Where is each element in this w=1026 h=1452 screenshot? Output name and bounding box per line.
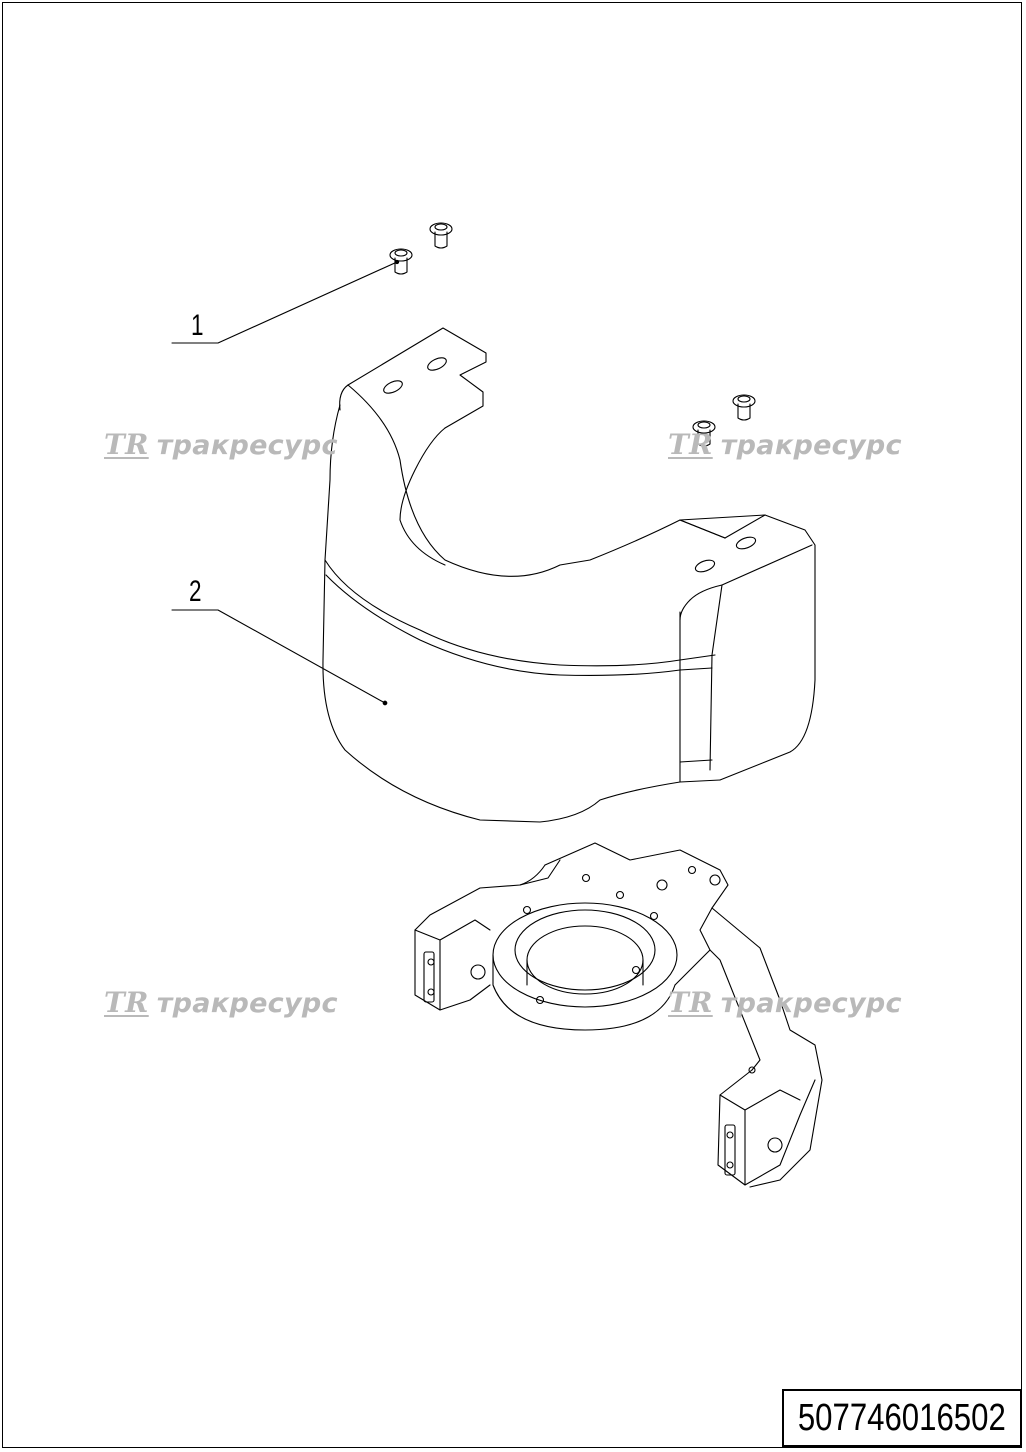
watermark-text: тракресурс [720,430,902,461]
leader-dot-2 [382,700,388,706]
watermark-text: тракресурс [156,988,338,1019]
cover-part [322,327,816,823]
document-number: 507746016502 [798,1396,1006,1439]
leader-dot-1 [394,259,400,265]
bolt-icon [732,394,756,421]
callout-label-1: 1 [191,309,204,342]
bracket-part [414,842,823,1188]
watermark-logo: TR [668,428,713,461]
callout-label-2: 2 [189,575,202,608]
bolt-icon [429,222,453,249]
watermark-logo: TR [104,986,149,1019]
watermark-text: тракресурс [720,988,902,1019]
watermark-logo: TR [104,428,149,461]
watermark-text: тракресурс [156,430,338,461]
document-number-box: 507746016502 [782,1389,1022,1447]
watermark-logo: TR [668,986,713,1019]
leader-line-2 [171,609,386,704]
leader-line-1 [171,261,398,344]
bolt-icon [692,420,716,447]
bolt-icon [389,248,413,275]
